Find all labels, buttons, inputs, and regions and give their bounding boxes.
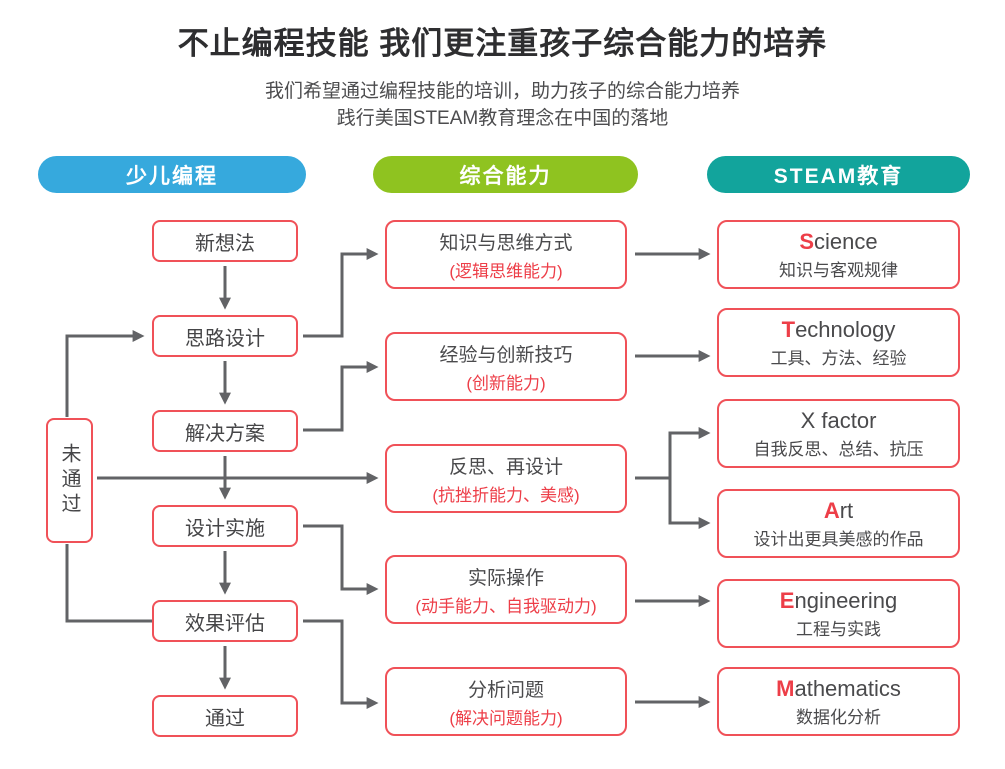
ability-box-knowledge: 知识与思维方式 (逻辑思维能力): [385, 220, 627, 289]
steam-title-rest: ngineering: [794, 587, 898, 613]
steam-initial: S: [799, 228, 815, 254]
steam-title-rest: cience: [814, 228, 878, 254]
steam-subtitle: 知识与客观规律: [779, 260, 898, 280]
flow-step-new-idea: 新想法: [152, 220, 298, 262]
ability-title: 经验与创新技巧: [439, 344, 573, 366]
steam-subtitle: 工程与实践: [796, 619, 881, 639]
steam-title-rest: echnology: [795, 316, 896, 342]
steam-box-xfactor: X factor 自我反思、总结、抗压: [717, 399, 960, 468]
steam-subtitle: 工具、方法、经验: [770, 348, 907, 368]
arrow-implement-to-practice: [303, 524, 379, 595]
steam-title: Technology: [782, 317, 896, 343]
steam-initial: E: [779, 587, 795, 613]
steam-title: Science: [799, 229, 877, 255]
steam-title: Mathematics: [776, 676, 901, 702]
page-subtitle-line2: 践行美国STEAM教育理念在中国的落地: [336, 108, 669, 129]
ability-subtitle: (抗挫折能力、美感): [432, 485, 580, 505]
ability-box-analyze: 分析问题 (解决问题能力): [385, 667, 627, 736]
steam-box-mathematics: Mathematics 数据化分析: [717, 667, 960, 736]
ability-box-experience: 经验与创新技巧 (创新能力): [385, 332, 627, 401]
steam-box-engineering: Engineering 工程与实践: [717, 579, 960, 648]
flow-step-implement: 设计实施: [152, 505, 298, 547]
column-header-steam: STEAM教育: [707, 156, 970, 193]
flow-step-design: 思路设计: [152, 315, 298, 357]
column-header-coding: 少儿编程: [38, 156, 306, 193]
steam-title: X factor: [801, 408, 877, 434]
steam-title-rest: rt: [839, 497, 854, 523]
steam-box-science: Science 知识与客观规律: [717, 220, 960, 289]
ability-subtitle: (解决问题能力): [449, 708, 563, 728]
page-subtitle-line1: 我们希望通过编程技能的培训，助力孩子的综合能力培养: [264, 81, 740, 102]
steam-subtitle: 自我反思、总结、抗压: [753, 439, 924, 459]
ability-title: 反思、再设计: [448, 456, 563, 478]
steam-title-rest: X factor: [800, 407, 877, 433]
steam-title: Engineering: [780, 588, 897, 614]
flow-step-pass: 通过: [152, 695, 298, 737]
ability-subtitle: (动手能力、自我驱动力): [415, 596, 597, 616]
arrow-design-to-knowledge: [303, 248, 379, 338]
steam-title: Art: [824, 498, 853, 524]
steam-title-rest: athematics: [794, 675, 901, 701]
steam-box-art: Art 设计出更具美感的作品: [717, 489, 960, 558]
steam-initial: T: [781, 316, 796, 342]
column-header-ability: 综合能力: [373, 156, 638, 193]
ability-title: 分析问题: [467, 679, 544, 701]
arrow-evaluate-to-analyze: [303, 619, 379, 709]
arrow-solution-to-experience: [303, 361, 379, 432]
ability-box-practice: 实际操作 (动手能力、自我驱动力): [385, 555, 627, 624]
arrow-fail-to-design: [65, 330, 145, 417]
ability-box-reflect: 反思、再设计 (抗挫折能力、美感): [385, 444, 627, 513]
line-evaluate-to-fail: [65, 544, 152, 623]
flow-step-evaluate: 效果评估: [152, 600, 298, 642]
flow-step-fail: 未通过: [46, 418, 93, 543]
flow-step-solution: 解决方案: [152, 410, 298, 452]
ability-subtitle: (创新能力): [466, 373, 546, 393]
steam-initial: A: [823, 497, 840, 523]
ability-subtitle: (逻辑思维能力): [449, 261, 563, 281]
ability-title: 知识与思维方式: [439, 232, 573, 254]
steam-initial: M: [776, 675, 795, 701]
page-title: 不止编程技能 我们更注重孩子综合能力的培养: [177, 26, 828, 61]
ability-title: 实际操作: [467, 567, 544, 589]
steam-subtitle: 设计出更具美感的作品: [753, 529, 924, 549]
steam-box-technology: Technology 工具、方法、经验: [717, 308, 960, 377]
steam-subtitle: 数据化分析: [796, 707, 881, 727]
